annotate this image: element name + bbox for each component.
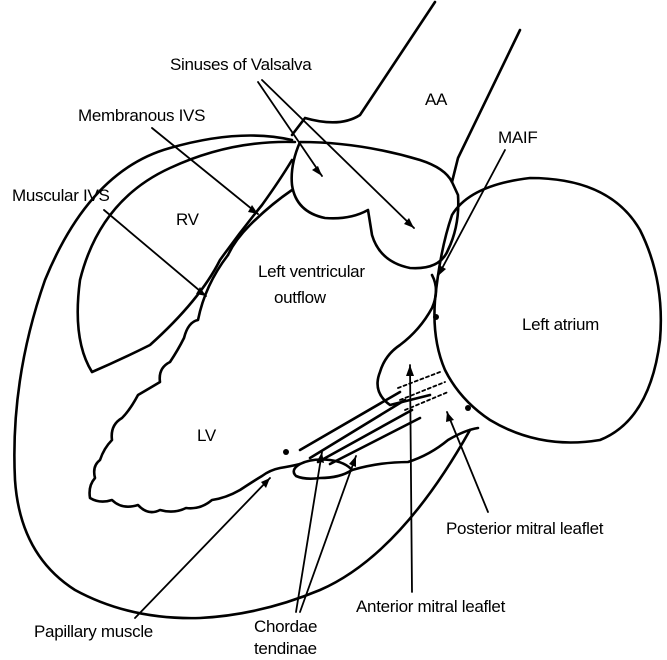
label-left-atrium: Left atrium [522, 315, 599, 334]
label-posterior-leaflet: Posterior mitral leaflet [446, 519, 604, 538]
label-chordae-1: Chordae [254, 617, 317, 636]
arrow-chordae-left [295, 451, 324, 613]
anterior-leaflet-outline [376, 273, 438, 407]
arrow-sinuses-left [257, 81, 323, 177]
chordae-line-3 [316, 408, 414, 464]
arrow-papillary [134, 477, 271, 619]
arrow-chordae-right [299, 455, 357, 613]
arrow-membranous-ivs [151, 127, 259, 215]
chordae-line-1 [298, 390, 402, 452]
sinuses-of-valsalva [290, 140, 460, 270]
label-lv-outflow-2: outflow [274, 288, 327, 307]
label-lv-outflow-1: Left ventricular [258, 262, 365, 281]
ascending-aorta-outline [290, 0, 437, 137]
outer-ventricle-wall [13, 134, 472, 620]
arrow-sinuses-right [261, 79, 415, 229]
papillary-dot [283, 449, 289, 455]
label-lv: LV [197, 426, 217, 445]
membranous-septum [226, 188, 294, 257]
right-ventricle-cavity [76, 140, 297, 374]
chordae-line-4 [328, 416, 422, 466]
leaflet-dashed-line-3 [404, 391, 449, 411]
left-atrium-outline [433, 176, 663, 444]
chordae-line-2 [308, 398, 407, 460]
label-sinuses: Sinuses of Valsalva [170, 55, 312, 74]
ascending-aorta-right-wall [450, 28, 522, 184]
arrow-posterior-leaflet [446, 411, 489, 513]
label-muscular-ivs: Muscular IVS [12, 186, 110, 205]
label-anterior-leaflet: Anterior mitral leaflet [356, 597, 506, 616]
papillary-muscle [292, 458, 354, 480]
arrow-muscular-ivs [103, 209, 207, 297]
leaflet-dashed-line-1 [397, 371, 441, 389]
label-membranous-ivs: Membranous IVS [78, 106, 205, 125]
posterior-lv-wall [350, 426, 480, 472]
maif-dot [433, 314, 439, 320]
leaflet-dashed-line-2 [399, 381, 446, 401]
label-maif: MAIF [498, 128, 537, 147]
arrow-maif [437, 149, 506, 277]
annulus-dot [465, 405, 471, 411]
label-chordae-2: tendinae [254, 639, 317, 658]
lv-trabeculated-wall [88, 253, 302, 514]
label-papillary: Papillary muscle [34, 622, 153, 641]
label-aa: AA [425, 90, 448, 109]
arrow-anterior-leaflet [406, 364, 414, 593]
label-rv: RV [176, 210, 200, 229]
